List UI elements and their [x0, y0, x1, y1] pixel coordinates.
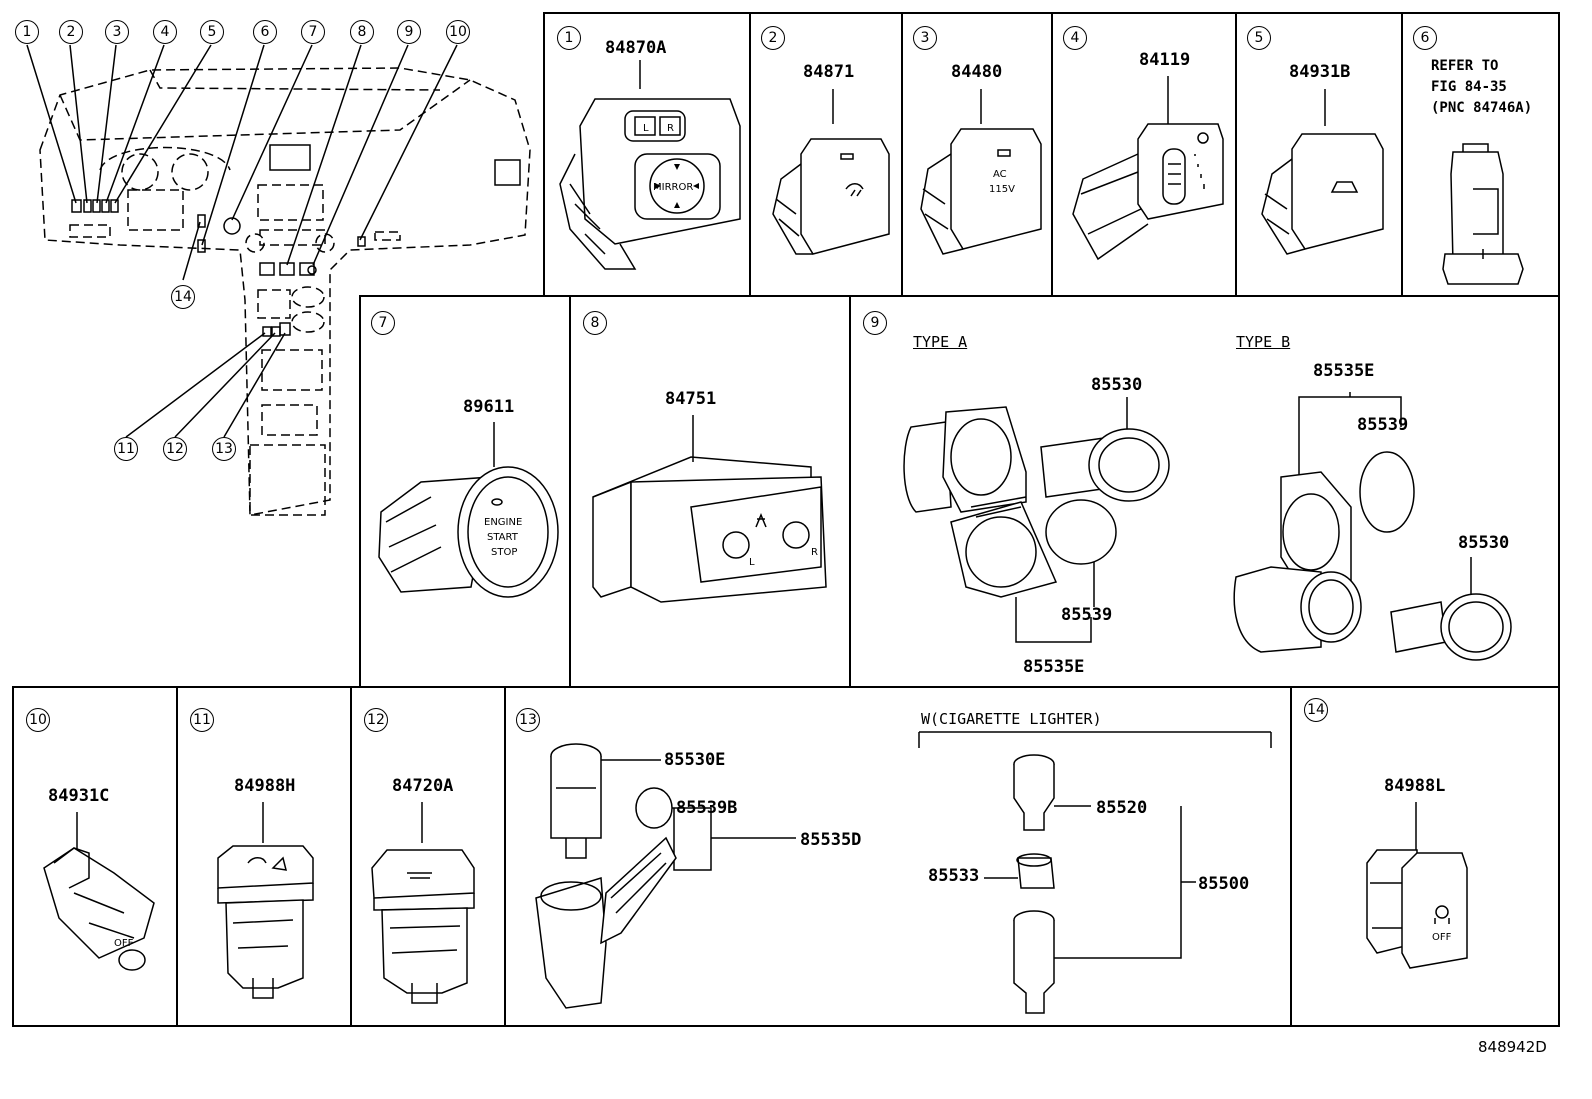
outlet-assembly-part: 85535D	[800, 830, 862, 850]
overview-callout-4: 4	[153, 20, 177, 44]
overview-callout-6: 6	[253, 20, 277, 44]
type-a-assembly-part: 85535E	[1023, 657, 1085, 677]
overview-callout-9: 9	[397, 20, 421, 44]
switch-12-drawing	[352, 688, 508, 1029]
mirror-switch-drawing: L R MIRROR	[545, 14, 753, 299]
part-number: 84720A	[392, 776, 454, 796]
dimmer-switch-drawing	[1053, 14, 1239, 299]
cell-number: 11	[190, 708, 214, 732]
seat-heater-drawing: L R	[571, 297, 853, 690]
cell-number: 12	[364, 708, 388, 732]
cell-5-trunk-opener-switch: 5 84931B	[1235, 12, 1403, 297]
figure-code: 848942D	[1478, 1038, 1547, 1056]
type-b-cap-part: 85539	[1357, 415, 1409, 435]
refer-line-3: (PNC 84746A)	[1431, 100, 1533, 116]
cell-number: 8	[583, 311, 607, 335]
cell-11-switch: 11 84988H	[176, 686, 352, 1027]
lighter-ring-part: 85533	[928, 866, 980, 886]
part-number: 89611	[463, 397, 515, 417]
overview-callout-5: 5	[200, 20, 224, 44]
cell-6-reference: 6 REFER TO FIG 84-35 (PNC 84746A)	[1401, 12, 1560, 297]
part-number: 84480	[951, 62, 1003, 82]
dashboard-drawing	[0, 0, 545, 530]
cell-13-power-outlet-and-lighter: 13 85530E 85539B 85535D W(CIGARETTE LIGH…	[504, 686, 1292, 1027]
cell-7-engine-start-switch: 7 89611 ENGINE START STOP	[359, 295, 571, 688]
overview-callout-7: 7	[301, 20, 325, 44]
refer-line-1: REFER TO	[1431, 58, 1499, 74]
part-number: 84870A	[605, 38, 667, 58]
refer-line-2: FIG 84-35	[1431, 79, 1507, 95]
lighter-assembly-part: 85500	[1198, 874, 1250, 894]
outlet-and-lighter-drawing	[506, 688, 1294, 1029]
cell-9-power-outlets: 9 TYPE A TYPE B 85530 85539 85535E 85535…	[849, 295, 1560, 688]
type-a-cap-part: 85539	[1061, 605, 1113, 625]
switch-11-drawing	[178, 688, 354, 1029]
type-b-assembly-part: 85535E	[1313, 361, 1375, 381]
overview-callout-14: 14	[171, 285, 195, 309]
cell-4-dimmer-switch: 4 84119	[1051, 12, 1237, 297]
switch-14-drawing: OFF	[1292, 688, 1562, 1029]
cell-number: 2	[761, 26, 785, 50]
cell-number: 9	[863, 311, 887, 335]
ac-label: AC	[993, 169, 1007, 180]
ac-outlet-switch-drawing: AC 115V	[903, 14, 1055, 299]
start-label: START	[487, 532, 519, 543]
part-number: 84931B	[1289, 62, 1351, 82]
type-b-socket-part: 85530	[1458, 533, 1510, 553]
cell-1-outside-mirror-switch: 1 84870A L R MIRROR	[543, 12, 751, 297]
part-number: 84931C	[48, 786, 110, 806]
cell-number: 5	[1247, 26, 1271, 50]
part-number: 84751	[665, 389, 717, 409]
overview-callout-1: 1	[15, 20, 39, 44]
off-label: OFF	[1432, 932, 1452, 943]
off-switch-drawing: OFF	[14, 688, 180, 1029]
part-number: 84119	[1139, 50, 1191, 70]
cell-number: 1	[557, 26, 581, 50]
overview-callout-8: 8	[350, 20, 374, 44]
off-label: OFF	[114, 938, 134, 949]
part-number: 84871	[803, 62, 855, 82]
cell-10-off-switch: 10 84931C OFF	[12, 686, 178, 1027]
cell-14-off-switch: 14 84988L OFF	[1290, 686, 1560, 1027]
cell-3-power-outlet-switch: 3 84480 AC 115V	[901, 12, 1053, 297]
lighter-part: 85520	[1096, 798, 1148, 818]
knob-l-label: L	[749, 557, 755, 568]
cell-number: 7	[371, 311, 395, 335]
socket-part: 85530E	[664, 750, 726, 770]
overview-callout-3: 3	[105, 20, 129, 44]
cell-number: 14	[1304, 698, 1328, 722]
overview-callout-11: 11	[114, 437, 138, 461]
knob-r-label: R	[811, 547, 818, 558]
cell-8-seat-heater-switch: 8 84751 L R	[569, 295, 851, 688]
engine-label: ENGINE	[484, 517, 522, 528]
mirror-label: MIRROR	[653, 182, 693, 193]
cell-number: 10	[26, 708, 50, 732]
trunk-switch-drawing	[1237, 14, 1405, 299]
volt-label: 115V	[989, 184, 1015, 195]
cell-number: 13	[516, 708, 540, 732]
start-button-drawing: ENGINE START STOP	[361, 297, 573, 690]
cell-number: 3	[913, 26, 937, 50]
overview-callout-13: 13	[212, 437, 236, 461]
type-a-socket-part: 85530	[1091, 375, 1143, 395]
overview-callout-2: 2	[59, 20, 83, 44]
part-number: 84988L	[1384, 776, 1446, 796]
defogger-switch-drawing	[751, 14, 905, 299]
referenced-part-drawing	[1403, 14, 1562, 299]
mirror-l-label: L	[643, 123, 649, 134]
cell-2-rear-defogger-switch: 2 84871	[749, 12, 903, 297]
part-number: 84988H	[234, 776, 296, 796]
dashboard-overview: 1 2 3 4 5 6 7 8 9 10 14 11 12 13	[0, 0, 545, 530]
cell-12-switch: 12 84720A	[350, 686, 506, 1027]
stop-label: STOP	[491, 547, 517, 558]
overview-callout-10: 10	[446, 20, 470, 44]
mirror-r-label: R	[667, 123, 674, 134]
type-a-label: TYPE A	[913, 333, 968, 351]
overview-callout-12: 12	[163, 437, 187, 461]
cigarette-lighter-label: W(CIGARETTE LIGHTER)	[921, 710, 1102, 728]
outlet-drawing	[851, 297, 1562, 690]
cell-number: 6	[1413, 26, 1437, 50]
cell-number: 4	[1063, 26, 1087, 50]
type-b-label: TYPE B	[1236, 333, 1291, 351]
